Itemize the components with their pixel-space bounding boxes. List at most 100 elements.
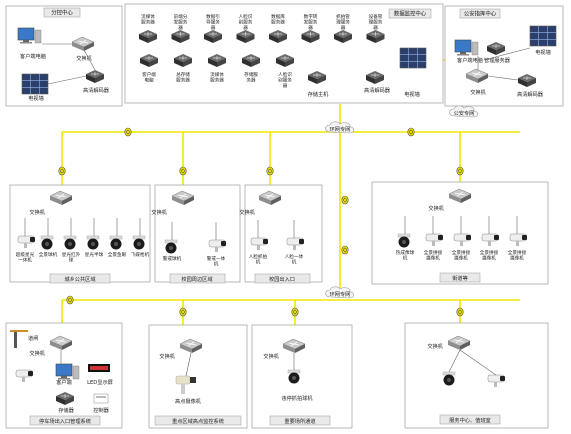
barrier-gate-icon <box>10 330 28 348</box>
dome-camera-icon <box>86 235 100 250</box>
ring-network-top: 环网专网 <box>325 121 355 134</box>
device-label: 客户端电脑 <box>142 71 156 84</box>
site-name: 校园出入口 <box>269 275 295 283</box>
device-label: 飞碟枪机 <box>131 251 150 258</box>
dome-camera-icon <box>164 239 178 254</box>
led-display-icon <box>88 364 110 372</box>
device-label: 人脸识别服务器 <box>239 13 253 31</box>
device-label: 流媒体服务器 <box>210 71 224 84</box>
barrier-gate-label: 道闸 <box>28 334 38 342</box>
dome-camera-icon <box>287 369 301 384</box>
police-wall-label: 电视墙 <box>535 48 551 56</box>
dc-decoder-label: 高清解码器 <box>364 86 391 94</box>
data-center-bottom-servers: 客户端电脑 总存储服务器 流媒体服务器 存储服务器 人脸识别服务器 <box>139 53 295 89</box>
site-name: 停车场出入口管理系统 <box>39 417 91 425</box>
device-label: 全景拼接摄像机 <box>508 249 527 262</box>
site-service-center: 交换机 服务中心、值班室 <box>404 322 549 429</box>
svg-text:高点摄像机: 高点摄像机 <box>175 397 202 405</box>
device-label: 数据库服务器 <box>271 13 285 26</box>
svg-text:交换机: 交换机 <box>263 352 279 360</box>
storage-host-label: 存储主机 <box>308 90 330 98</box>
device-label: 全景拼接摄像机 <box>480 249 499 262</box>
dc-wall-label: 电视墙 <box>404 90 420 98</box>
device-label: 设备管理服务器 <box>369 13 383 31</box>
site-high-point: 交换机 高点摄像机 重点区域高点监控系统 <box>148 324 248 429</box>
dc-video-wall-icon <box>399 47 427 69</box>
data-center-top-servers: 流媒体服务器 前端分发服务器 数据引导服务器 人脸识别服务器 数据库服务器 数字转发服务器… <box>138 13 385 44</box>
svg-text:控制器: 控制器 <box>93 406 109 414</box>
svg-text:公安专网: 公安专网 <box>454 109 475 117</box>
svg-text:交换机: 交换机 <box>159 352 175 360</box>
svg-text:环网专网: 环网专网 <box>330 290 351 298</box>
device-label: 数据引导服务器 <box>206 13 220 31</box>
public-network-cloud: 公安专网 <box>449 105 479 118</box>
branch-center-title: 分控中心 <box>51 9 73 17</box>
site-name: 街道等 <box>452 274 468 282</box>
branch-switch-label: 交换机 <box>76 54 92 62</box>
device-label: 存储服务器 <box>244 71 258 84</box>
site-name: 重点区域高点监控系统 <box>172 417 224 425</box>
device-label: 流媒体服务器 <box>141 13 155 26</box>
dome-camera-icon <box>132 235 146 250</box>
controller-icon <box>93 393 109 404</box>
device-label: 抓拍管理服务器 <box>336 13 350 31</box>
branch-center: 分控中心 客户端电脑 交换机 电视墙 高清解码器 <box>5 5 123 107</box>
device-label: 星光半球 <box>85 251 104 258</box>
device-label: 人脸识别服务器 <box>278 71 292 89</box>
police-switch-label: 交换机 <box>470 88 486 96</box>
svg-text:交换机: 交换机 <box>151 208 167 216</box>
site-name: 城乡公共区域 <box>64 275 95 283</box>
ring-network-bottom: 环网专网 <box>325 286 355 299</box>
device-label: 全景拼接摄像机 <box>424 249 443 262</box>
dome-camera-icon <box>442 371 456 386</box>
site-public-area-cameras: 超级星光一体机全景球机星光红外球星光半球全景鱼眼飞碟枪机 <box>16 218 150 264</box>
device-label: 全景拼接摄像机 <box>452 249 471 262</box>
branch-decoder-label: 高清解码器 <box>83 86 110 94</box>
svg-text:存储器: 存储器 <box>58 406 74 414</box>
video-wall-icon <box>21 73 49 95</box>
police-mgmt-label: 管理服务器 <box>484 56 511 64</box>
device-label: 数字转发服务器 <box>304 13 318 31</box>
site-name: 校园周边区域 <box>181 275 212 283</box>
site-name: 服务中心、值班室 <box>449 416 491 424</box>
svg-text:环网专网: 环网专网 <box>330 125 351 133</box>
device-label: 警戒一体机 <box>207 255 226 268</box>
svg-text:交换机: 交换机 <box>239 208 255 216</box>
svg-text:交换机: 交换机 <box>427 342 443 350</box>
site-campus-perimeter-cameras: 警戒球机 警戒一体机 <box>163 222 227 268</box>
device-label: 全景鱼眼 <box>108 251 127 258</box>
svg-text:客户端: 客户端 <box>56 378 72 386</box>
site-public-area: 交换机 超级星光一体机全景球机星光红外球星光半球全景鱼眼飞碟枪机 城乡公共区域 <box>9 184 151 284</box>
police-center-title: 公安指挥中心 <box>464 10 497 18</box>
svg-text:LED显示屏: LED显示屏 <box>87 379 113 386</box>
police-decoder-label: 高清解码器 <box>517 90 544 98</box>
site-campus-entrance: 交换机 人脸抓拍机 人脸一体机 校园出入口 <box>239 184 323 284</box>
data-center-title: 数据监控中心 <box>394 10 427 18</box>
branch-client-label: 客户端电脑 <box>20 52 46 60</box>
svg-text:交换机: 交换机 <box>29 208 45 216</box>
device-label: 前端分发服务器 <box>174 13 188 31</box>
data-center: 数据监控中心 流媒体服务器前端分发服务器数据引导服务器人脸识别服务器数据库服务器… <box>124 3 444 104</box>
device-label: 人脸一体机 <box>285 253 304 266</box>
device-label: 总存储服务器 <box>176 71 190 84</box>
svg-text:交换机: 交换机 <box>428 204 444 212</box>
dome-camera-icon <box>40 235 54 250</box>
device-label: 警戒球机 <box>163 255 182 262</box>
device-label: 超级星光一体机 <box>16 251 35 264</box>
police-wall-icon <box>529 25 557 47</box>
svg-text:交换机: 交换机 <box>29 349 45 357</box>
site-campus-entrance-cameras: 人脸抓拍机 人脸一体机 <box>249 220 305 266</box>
device-label: 星光红外球 <box>62 251 81 264</box>
site-important-passage: 交换机 违停抓拍球机 重要场所通道 <box>251 324 353 429</box>
site-parking: 交换机 道闸 客户端 LED显示屏 存储器 控制器 停车场出入口管理系统 <box>5 322 123 429</box>
device-label: 人脸抓拍机 <box>249 253 268 266</box>
svg-text:违停抓拍球机: 违停抓拍球机 <box>281 394 313 402</box>
site-campus-perimeter: 交换机 警戒球机 警戒一体机 校园周边区域 <box>151 184 241 284</box>
site-name: 重要场所通道 <box>284 417 315 425</box>
branch-wall-label: 电视墙 <box>28 94 44 102</box>
police-client-label: 客户端电脑 <box>457 56 483 64</box>
